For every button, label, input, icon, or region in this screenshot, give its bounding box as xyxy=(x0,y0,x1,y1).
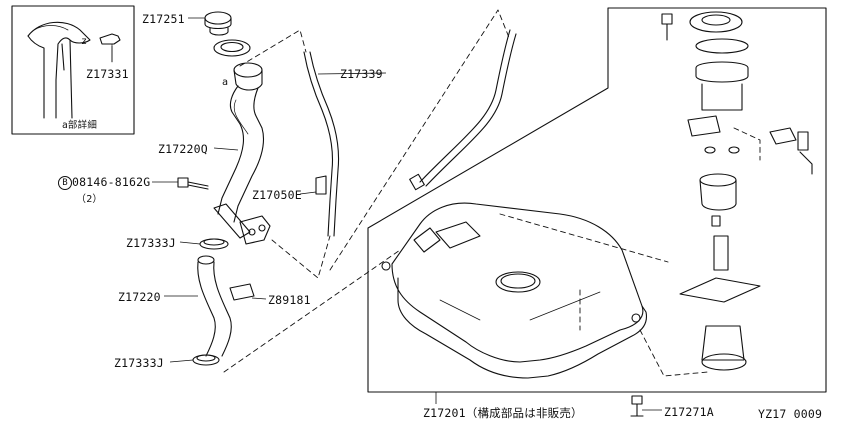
tank-group-frame xyxy=(367,7,827,393)
label-z17220: Z17220 xyxy=(118,290,161,304)
pump-assembly xyxy=(661,11,813,371)
hose-clamp-upper xyxy=(199,238,229,250)
detail-marker-z: z xyxy=(81,36,88,47)
label-z17220q: Z17220Q xyxy=(158,142,208,156)
filler-cap xyxy=(204,11,232,36)
label-z17201: Z17201（構成部品は非販売） xyxy=(423,406,583,420)
label-z89181: Z89181 xyxy=(268,293,311,307)
detail-marker-a: a xyxy=(222,77,229,88)
breather-tube xyxy=(303,51,334,237)
bolt xyxy=(177,177,209,190)
filler-hose-outer xyxy=(213,261,232,357)
label-z17331: Z17331 xyxy=(86,67,129,81)
label-z17333j-upper: Z17333J xyxy=(126,236,176,250)
label-z17333j-lower: Z17333J xyxy=(114,356,164,370)
callout-b-circle: B xyxy=(58,176,72,190)
fuel-tank xyxy=(381,202,648,379)
label-z17339: Z17339 xyxy=(340,67,383,81)
label-z17251: Z17251 xyxy=(142,12,185,26)
tube-clip xyxy=(315,175,327,195)
tank-bolt xyxy=(630,395,644,417)
vent-tube xyxy=(419,29,511,183)
guide-lines xyxy=(223,9,761,377)
vent-tube-joint xyxy=(409,173,425,191)
label-bolt-qty: （2） xyxy=(76,194,103,205)
label-bolt: 08146-8162G xyxy=(72,175,151,189)
protector-pad xyxy=(229,283,255,301)
label-z17050e: Z17050E xyxy=(252,188,302,202)
detail-inset-drawing xyxy=(27,21,121,119)
filler-hose xyxy=(197,261,216,357)
filler-gasket xyxy=(213,39,251,57)
hose-end-top xyxy=(197,255,215,265)
vent-tube-outer xyxy=(425,33,517,187)
diagram-code: YZ17 0009 xyxy=(758,407,823,421)
label-z17271a: Z17271A xyxy=(664,405,714,419)
detail-inset-frame xyxy=(11,5,135,135)
detail-caption: a部詳細 xyxy=(62,120,98,131)
breather-tube-outer xyxy=(309,51,340,237)
filler-neck-pipe xyxy=(213,62,271,245)
